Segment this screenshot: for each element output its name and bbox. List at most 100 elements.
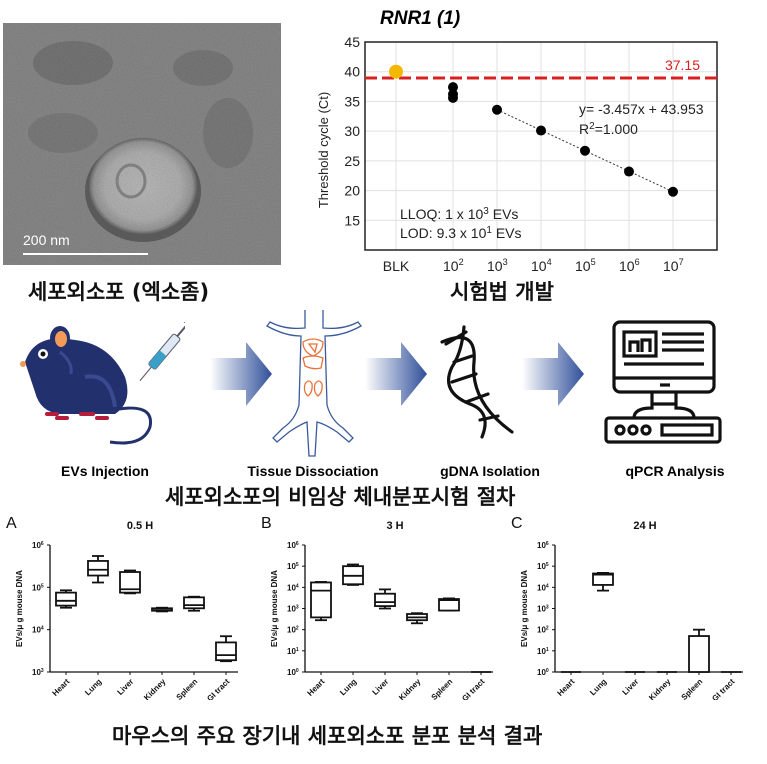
dna-helix-icon — [432, 322, 522, 442]
y-tick-label: 30 — [344, 123, 360, 139]
r-squared-label: R2=1.000 — [579, 121, 638, 137]
data-point — [389, 64, 403, 79]
y-tick-label: 102 — [537, 626, 549, 635]
x-tick-label: GI tract — [205, 677, 231, 700]
y-tick-label: 106 — [537, 541, 549, 550]
panel-title: 3 H — [386, 520, 403, 532]
y-tick-label: 105 — [287, 562, 299, 571]
y-tick-label: 105 — [537, 562, 549, 571]
box-lung — [592, 572, 614, 592]
data-point — [536, 125, 546, 136]
tem-micrograph: 200 nm — [3, 23, 281, 265]
x-tick-label: Spleen — [174, 677, 199, 700]
exosome-tem-image — [3, 23, 281, 265]
box-spleen — [183, 595, 205, 612]
y-tick-label: 103 — [32, 668, 44, 677]
x-tick-label: 102 — [443, 257, 464, 274]
box-lung — [87, 555, 109, 584]
box-liver — [374, 588, 396, 610]
y-tick-label: 102 — [287, 626, 299, 635]
data-point — [668, 186, 678, 197]
y-tick-label: 100 — [537, 668, 549, 677]
y-tick-label: 35 — [344, 93, 360, 109]
box-heart — [55, 589, 77, 609]
panel-letter: A — [6, 515, 17, 532]
box-lung — [342, 563, 364, 586]
arrow-right-icon — [210, 342, 272, 406]
x-tick-label: 107 — [663, 257, 684, 274]
x-tick-label: Lung — [588, 677, 608, 697]
y-tick-label: 104 — [287, 583, 299, 592]
y-tick-label: 103 — [287, 605, 299, 614]
mouse-anatomy-icon — [265, 310, 365, 458]
arrow-right-icon — [522, 342, 584, 406]
step-label-evs-injection: EVs Injection — [61, 463, 149, 479]
y-tick-label: 105 — [32, 583, 44, 592]
x-tick-label: Lung — [83, 677, 103, 697]
x-tick-label: Lung — [338, 677, 358, 697]
x-tick-label: Heart — [306, 677, 327, 698]
y-tick-label: 106 — [287, 541, 299, 550]
x-tick-label: Heart — [51, 677, 72, 698]
box-kidney — [151, 606, 173, 613]
x-tick-label: Spleen — [429, 677, 454, 700]
lod-annotation: LOD: 9.3 x 101 EVs — [400, 225, 522, 241]
box-liver — [119, 569, 141, 595]
x-tick-label: Kidney — [647, 677, 673, 700]
y-tick-label: 40 — [344, 64, 360, 80]
y-tick-label: 101 — [537, 647, 549, 656]
y-axis-label: Threshold cycle (Ct) — [316, 92, 331, 208]
x-tick-label: Spleen — [679, 677, 704, 700]
y-tick-label: 20 — [344, 183, 360, 199]
x-tick-label: 103 — [487, 257, 508, 274]
step-label-tissue-dissociation: Tissue Dissociation — [247, 463, 379, 479]
data-point — [492, 104, 502, 115]
standard-curve-caption: 시험법 개발 — [450, 280, 554, 304]
y-tick-label: 15 — [344, 212, 360, 228]
x-tick-label: GI tract — [710, 677, 736, 700]
x-tick-label: 104 — [531, 257, 552, 274]
x-tick-label: 106 — [619, 257, 640, 274]
x-tick-label: Heart — [556, 677, 577, 698]
x-tick-label: Kidney — [397, 677, 423, 700]
data-point — [580, 145, 590, 156]
panel-letter: B — [261, 515, 272, 532]
scale-bar-label: 200 nm — [23, 232, 70, 248]
mouse-syringe-icon — [15, 319, 193, 452]
threshold-label: 37.15 — [665, 57, 700, 73]
fit-equation: y= -3.457x + 43.953 — [579, 101, 704, 117]
panel-letter: C — [511, 515, 523, 532]
x-tick-label: Liver — [371, 677, 391, 697]
x-tick-label: 105 — [575, 257, 596, 274]
step-label-gdna-isolation: gDNA Isolation — [440, 463, 540, 479]
workflow-title: 세포외소포의 비임상 체내분포시험 절차 — [165, 485, 516, 509]
x-tick-label: Kidney — [142, 677, 168, 700]
y-tick-label: 45 — [344, 34, 360, 50]
x-tick-label: GI tract — [460, 677, 486, 700]
y-tick-label: 25 — [344, 153, 360, 169]
panel-title: 0.5 H — [127, 520, 153, 532]
y-tick-label: 103 — [537, 605, 549, 614]
x-tick-label: BLK — [383, 258, 410, 274]
biodistribution-caption: 마우스의 주요 장기내 세포외소포 분포 분석 결과 — [112, 724, 543, 748]
lloq-annotation: LLOQ: 1 x 103 EVs — [400, 206, 518, 222]
box-spleen — [438, 597, 460, 612]
y-tick-label: 106 — [32, 541, 44, 550]
x-tick-label: Liver — [116, 677, 136, 697]
computer-monitor-icon — [600, 320, 725, 445]
data-point — [448, 82, 458, 93]
y-axis-label: EVs/μ g mouse DNA — [520, 570, 529, 647]
chart-title: RNR1 (1) — [380, 8, 460, 29]
y-tick-label: 101 — [287, 647, 299, 656]
box-heart — [310, 581, 332, 622]
data-point — [448, 92, 458, 103]
data-point — [624, 166, 634, 177]
y-tick-label: 100 — [287, 668, 299, 677]
y-axis-label: EVs/μ g mouse DNA — [15, 570, 24, 647]
arrow-right-icon — [365, 342, 427, 406]
box-gi-tract — [215, 635, 237, 663]
